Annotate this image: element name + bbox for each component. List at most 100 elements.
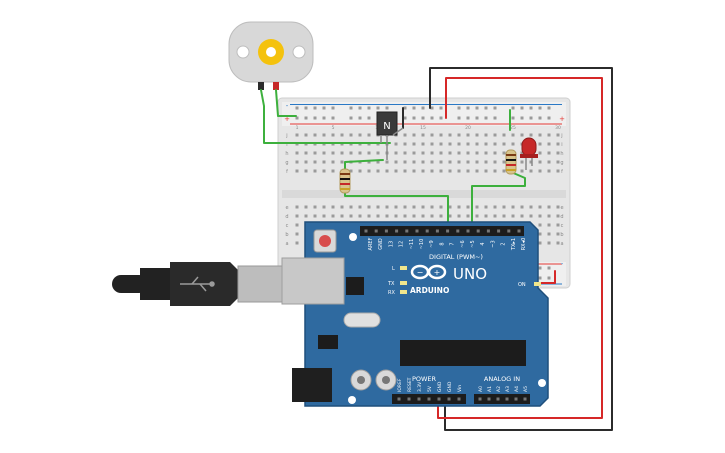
header-pin[interactable] [374, 229, 378, 233]
breadboard-hole[interactable] [511, 214, 515, 218]
breadboard-hole[interactable] [385, 214, 389, 218]
breadboard-hole[interactable] [349, 151, 353, 155]
breadboard-hole[interactable] [340, 205, 344, 209]
breadboard-hole[interactable] [439, 214, 443, 218]
header-pin[interactable] [496, 397, 500, 401]
usb-port[interactable] [281, 257, 345, 305]
breadboard-hole[interactable] [547, 214, 551, 218]
header-pin[interactable] [486, 229, 490, 233]
breadboard-hole[interactable] [547, 169, 551, 173]
breadboard-hole[interactable] [502, 214, 506, 218]
breadboard-hole[interactable] [349, 169, 353, 173]
breadboard-hole[interactable] [457, 205, 461, 209]
breadboard-hole[interactable] [547, 223, 551, 227]
breadboard-hole[interactable] [475, 151, 479, 155]
rail-hole[interactable] [349, 116, 353, 120]
header-pin[interactable] [517, 229, 521, 233]
rail-hole[interactable] [457, 116, 461, 120]
wire-power-loop[interactable] [437, 77, 603, 419]
breadboard-hole[interactable] [313, 160, 317, 164]
breadboard-hole[interactable] [421, 169, 425, 173]
breadboard-hole[interactable] [322, 214, 326, 218]
breadboard-hole[interactable] [502, 142, 506, 146]
breadboard-hole[interactable] [349, 205, 353, 209]
breadboard-hole[interactable] [502, 205, 506, 209]
breadboard-hole[interactable] [520, 160, 524, 164]
breadboard-hole[interactable] [538, 205, 542, 209]
rail-hole[interactable] [529, 106, 533, 110]
breadboard-hole[interactable] [511, 133, 515, 137]
breadboard-hole[interactable] [295, 214, 299, 218]
breadboard-hole[interactable] [448, 151, 452, 155]
breadboard-hole[interactable] [493, 142, 497, 146]
rail-hole[interactable] [421, 116, 425, 120]
header-pin[interactable] [397, 397, 401, 401]
rail-hole[interactable] [511, 106, 515, 110]
breadboard-hole[interactable] [466, 151, 470, 155]
header-pin[interactable] [446, 229, 450, 233]
breadboard-hole[interactable] [322, 205, 326, 209]
breadboard-hole[interactable] [313, 214, 317, 218]
breadboard-hole[interactable] [430, 151, 434, 155]
rail-hole[interactable] [439, 106, 443, 110]
breadboard-hole[interactable] [412, 151, 416, 155]
red-led[interactable] [520, 137, 538, 170]
rail-hole[interactable] [466, 106, 470, 110]
breadboard-hole[interactable] [457, 142, 461, 146]
breadboard-hole[interactable] [538, 214, 542, 218]
breadboard-hole[interactable] [547, 142, 551, 146]
breadboard-hole[interactable] [385, 169, 389, 173]
breadboard-hole[interactable] [403, 142, 407, 146]
breadboard-hole[interactable] [466, 205, 470, 209]
header-pin[interactable] [456, 229, 460, 233]
rail-hole[interactable] [304, 116, 308, 120]
breadboard-hole[interactable] [547, 232, 551, 236]
breadboard-hole[interactable] [439, 133, 443, 137]
breadboard-hole[interactable] [475, 160, 479, 164]
breadboard-hole[interactable] [340, 151, 344, 155]
rail-hole[interactable] [385, 106, 389, 110]
breadboard-hole[interactable] [349, 133, 353, 137]
breadboard-hole[interactable] [421, 214, 425, 218]
breadboard-hole[interactable] [367, 214, 371, 218]
analog-header[interactable] [474, 394, 530, 404]
rail-hole[interactable] [520, 116, 524, 120]
breadboard-hole[interactable] [457, 160, 461, 164]
breadboard-hole[interactable] [484, 151, 488, 155]
rail-hole[interactable] [493, 116, 497, 120]
header-pin[interactable] [425, 229, 429, 233]
rail-hole[interactable] [538, 106, 542, 110]
breadboard-hole[interactable] [412, 142, 416, 146]
rail-hole[interactable] [466, 116, 470, 120]
rail-hole[interactable] [403, 106, 407, 110]
breadboard-hole[interactable] [403, 160, 407, 164]
breadboard-hole[interactable] [331, 160, 335, 164]
rail-hole[interactable] [331, 106, 335, 110]
breadboard-hole[interactable] [529, 160, 533, 164]
breadboard-hole[interactable] [556, 133, 560, 137]
breadboard-hole[interactable] [529, 205, 533, 209]
header-pin[interactable] [437, 397, 441, 401]
breadboard-hole[interactable] [457, 133, 461, 137]
breadboard-hole[interactable] [520, 205, 524, 209]
header-pin[interactable] [384, 229, 388, 233]
rail-hole[interactable] [475, 106, 479, 110]
breadboard-hole[interactable] [439, 205, 443, 209]
breadboard-hole[interactable] [439, 169, 443, 173]
breadboard-hole[interactable] [538, 223, 542, 227]
rail-hole[interactable] [304, 106, 308, 110]
breadboard-hole[interactable] [322, 160, 326, 164]
breadboard-hole[interactable] [457, 214, 461, 218]
breadboard-hole[interactable] [313, 169, 317, 173]
breadboard-hole[interactable] [304, 160, 308, 164]
breadboard-hole[interactable] [295, 205, 299, 209]
rail-hole[interactable] [547, 106, 551, 110]
breadboard-hole[interactable] [448, 142, 452, 146]
breadboard-hole[interactable] [529, 214, 533, 218]
breadboard-hole[interactable] [394, 169, 398, 173]
breadboard-hole[interactable] [430, 160, 434, 164]
header-pin[interactable] [395, 229, 399, 233]
rail-hole[interactable] [538, 116, 542, 120]
rail-hole[interactable] [331, 116, 335, 120]
breadboard-hole[interactable] [394, 151, 398, 155]
